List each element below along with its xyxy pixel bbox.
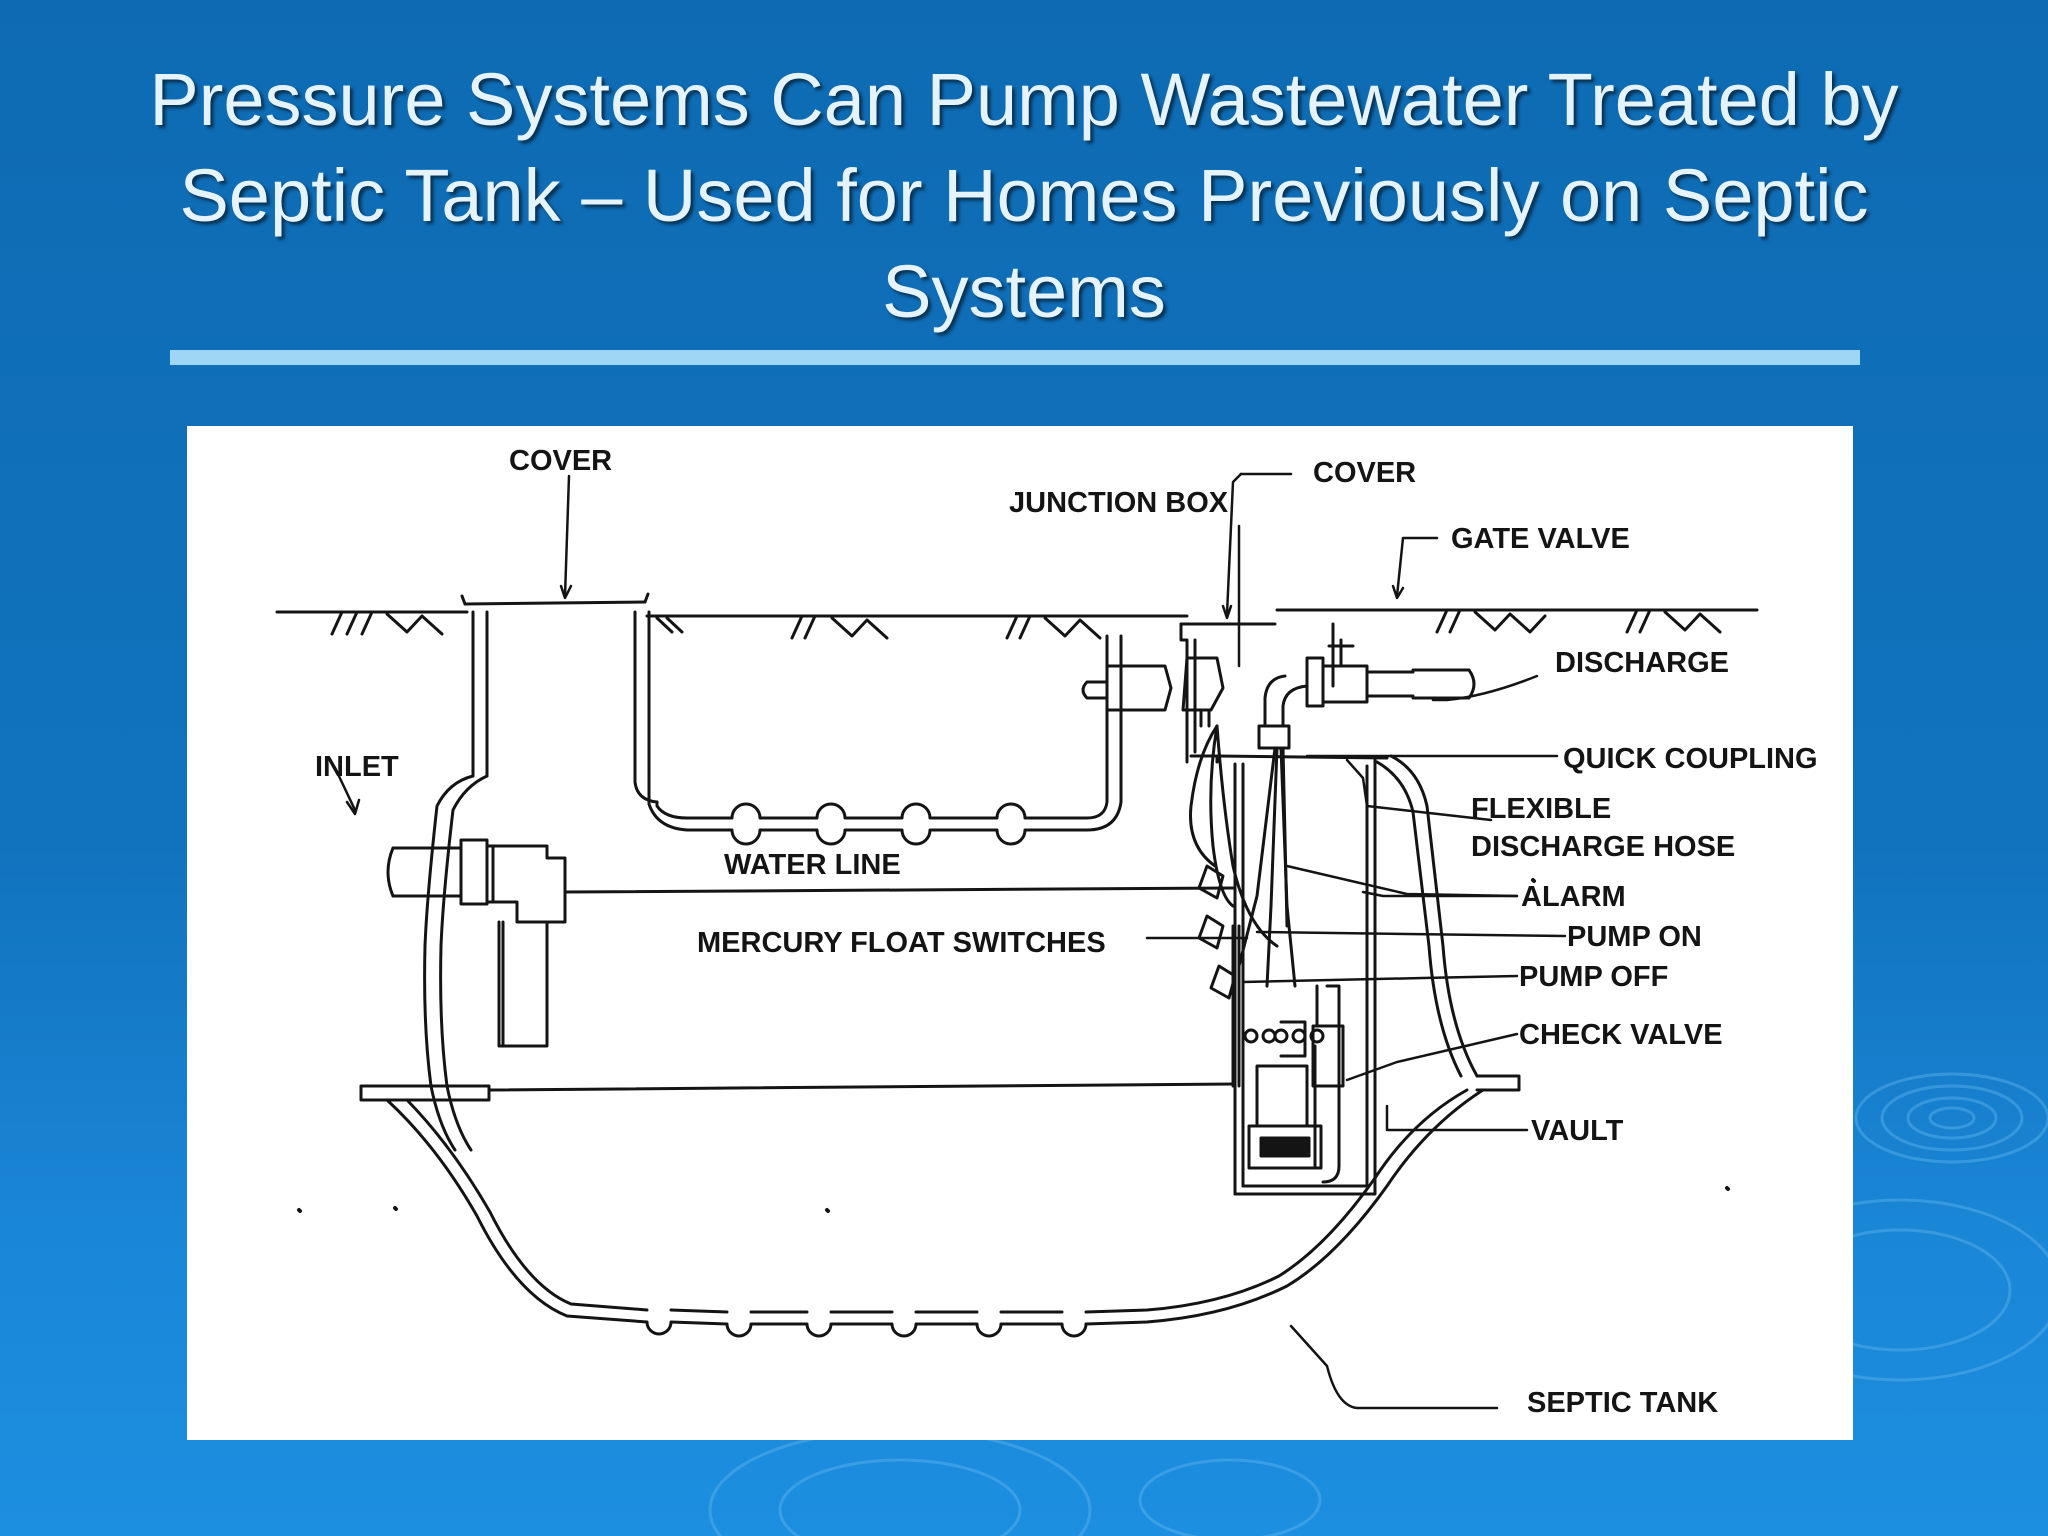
label-gate-valve: GATE VALVE: [1451, 523, 1630, 555]
slide-title: Pressure Systems Can Pump Wastewater Tre…: [149, 58, 1899, 333]
label-inlet: INLET: [315, 751, 399, 783]
label-pump-on: PUMP ON: [1567, 921, 1702, 953]
label-junction-box: JUNCTION BOX: [1009, 487, 1229, 519]
label-check-valve: CHECK VALVE: [1519, 1019, 1723, 1051]
label-vault: VAULT: [1531, 1115, 1624, 1147]
ground-surface: [275, 608, 1759, 640]
label-septic-tank: SEPTIC TANK: [1527, 1387, 1718, 1419]
title-divider: [170, 350, 1860, 365]
scan-specks: [297, 878, 1730, 1213]
label-discharge-hose: DISCHARGE HOSE: [1471, 831, 1735, 863]
pump-assembly: [1243, 984, 1345, 1184]
diagram-drawing: COVER COVER JUNCTION BOX GATE VALVE DISC…: [275, 445, 1818, 1419]
inlet-pipe: [386, 838, 567, 1048]
label-alarm: ALARM: [1521, 881, 1626, 913]
septic-tank-right-wall: [1375, 754, 1479, 1078]
mercury-float-switches-drawing: [1197, 864, 1241, 1088]
left-riser: [460, 592, 659, 804]
label-flexible: FLEXIBLE: [1471, 793, 1611, 825]
label-water-line: WATER LINE: [724, 849, 901, 881]
float-cords-and-hose: [1189, 724, 1297, 988]
junction-box-drawing: [1081, 656, 1225, 728]
label-pump-off: PUMP OFF: [1519, 961, 1668, 993]
label-discharge: DISCHARGE: [1555, 647, 1729, 679]
water-line: [563, 886, 1237, 894]
label-cover-left: COVER: [509, 445, 612, 477]
label-mercury-float-switches: MERCURY FLOAT SWITCHES: [697, 927, 1106, 959]
septic-tank-upper: [359, 634, 1521, 1152]
septic-pressure-system-diagram: COVER COVER JUNCTION BOX GATE VALVE DISC…: [187, 426, 1853, 1440]
discharge-piping: [1257, 638, 1476, 750]
leader-lines: [335, 472, 1567, 1410]
label-quick-coupling: QUICK COUPLING: [1563, 743, 1818, 775]
label-cover-right: COVER: [1313, 457, 1416, 489]
pump-vault: [1179, 622, 1389, 1196]
septic-tank-lower: [385, 1088, 1485, 1338]
